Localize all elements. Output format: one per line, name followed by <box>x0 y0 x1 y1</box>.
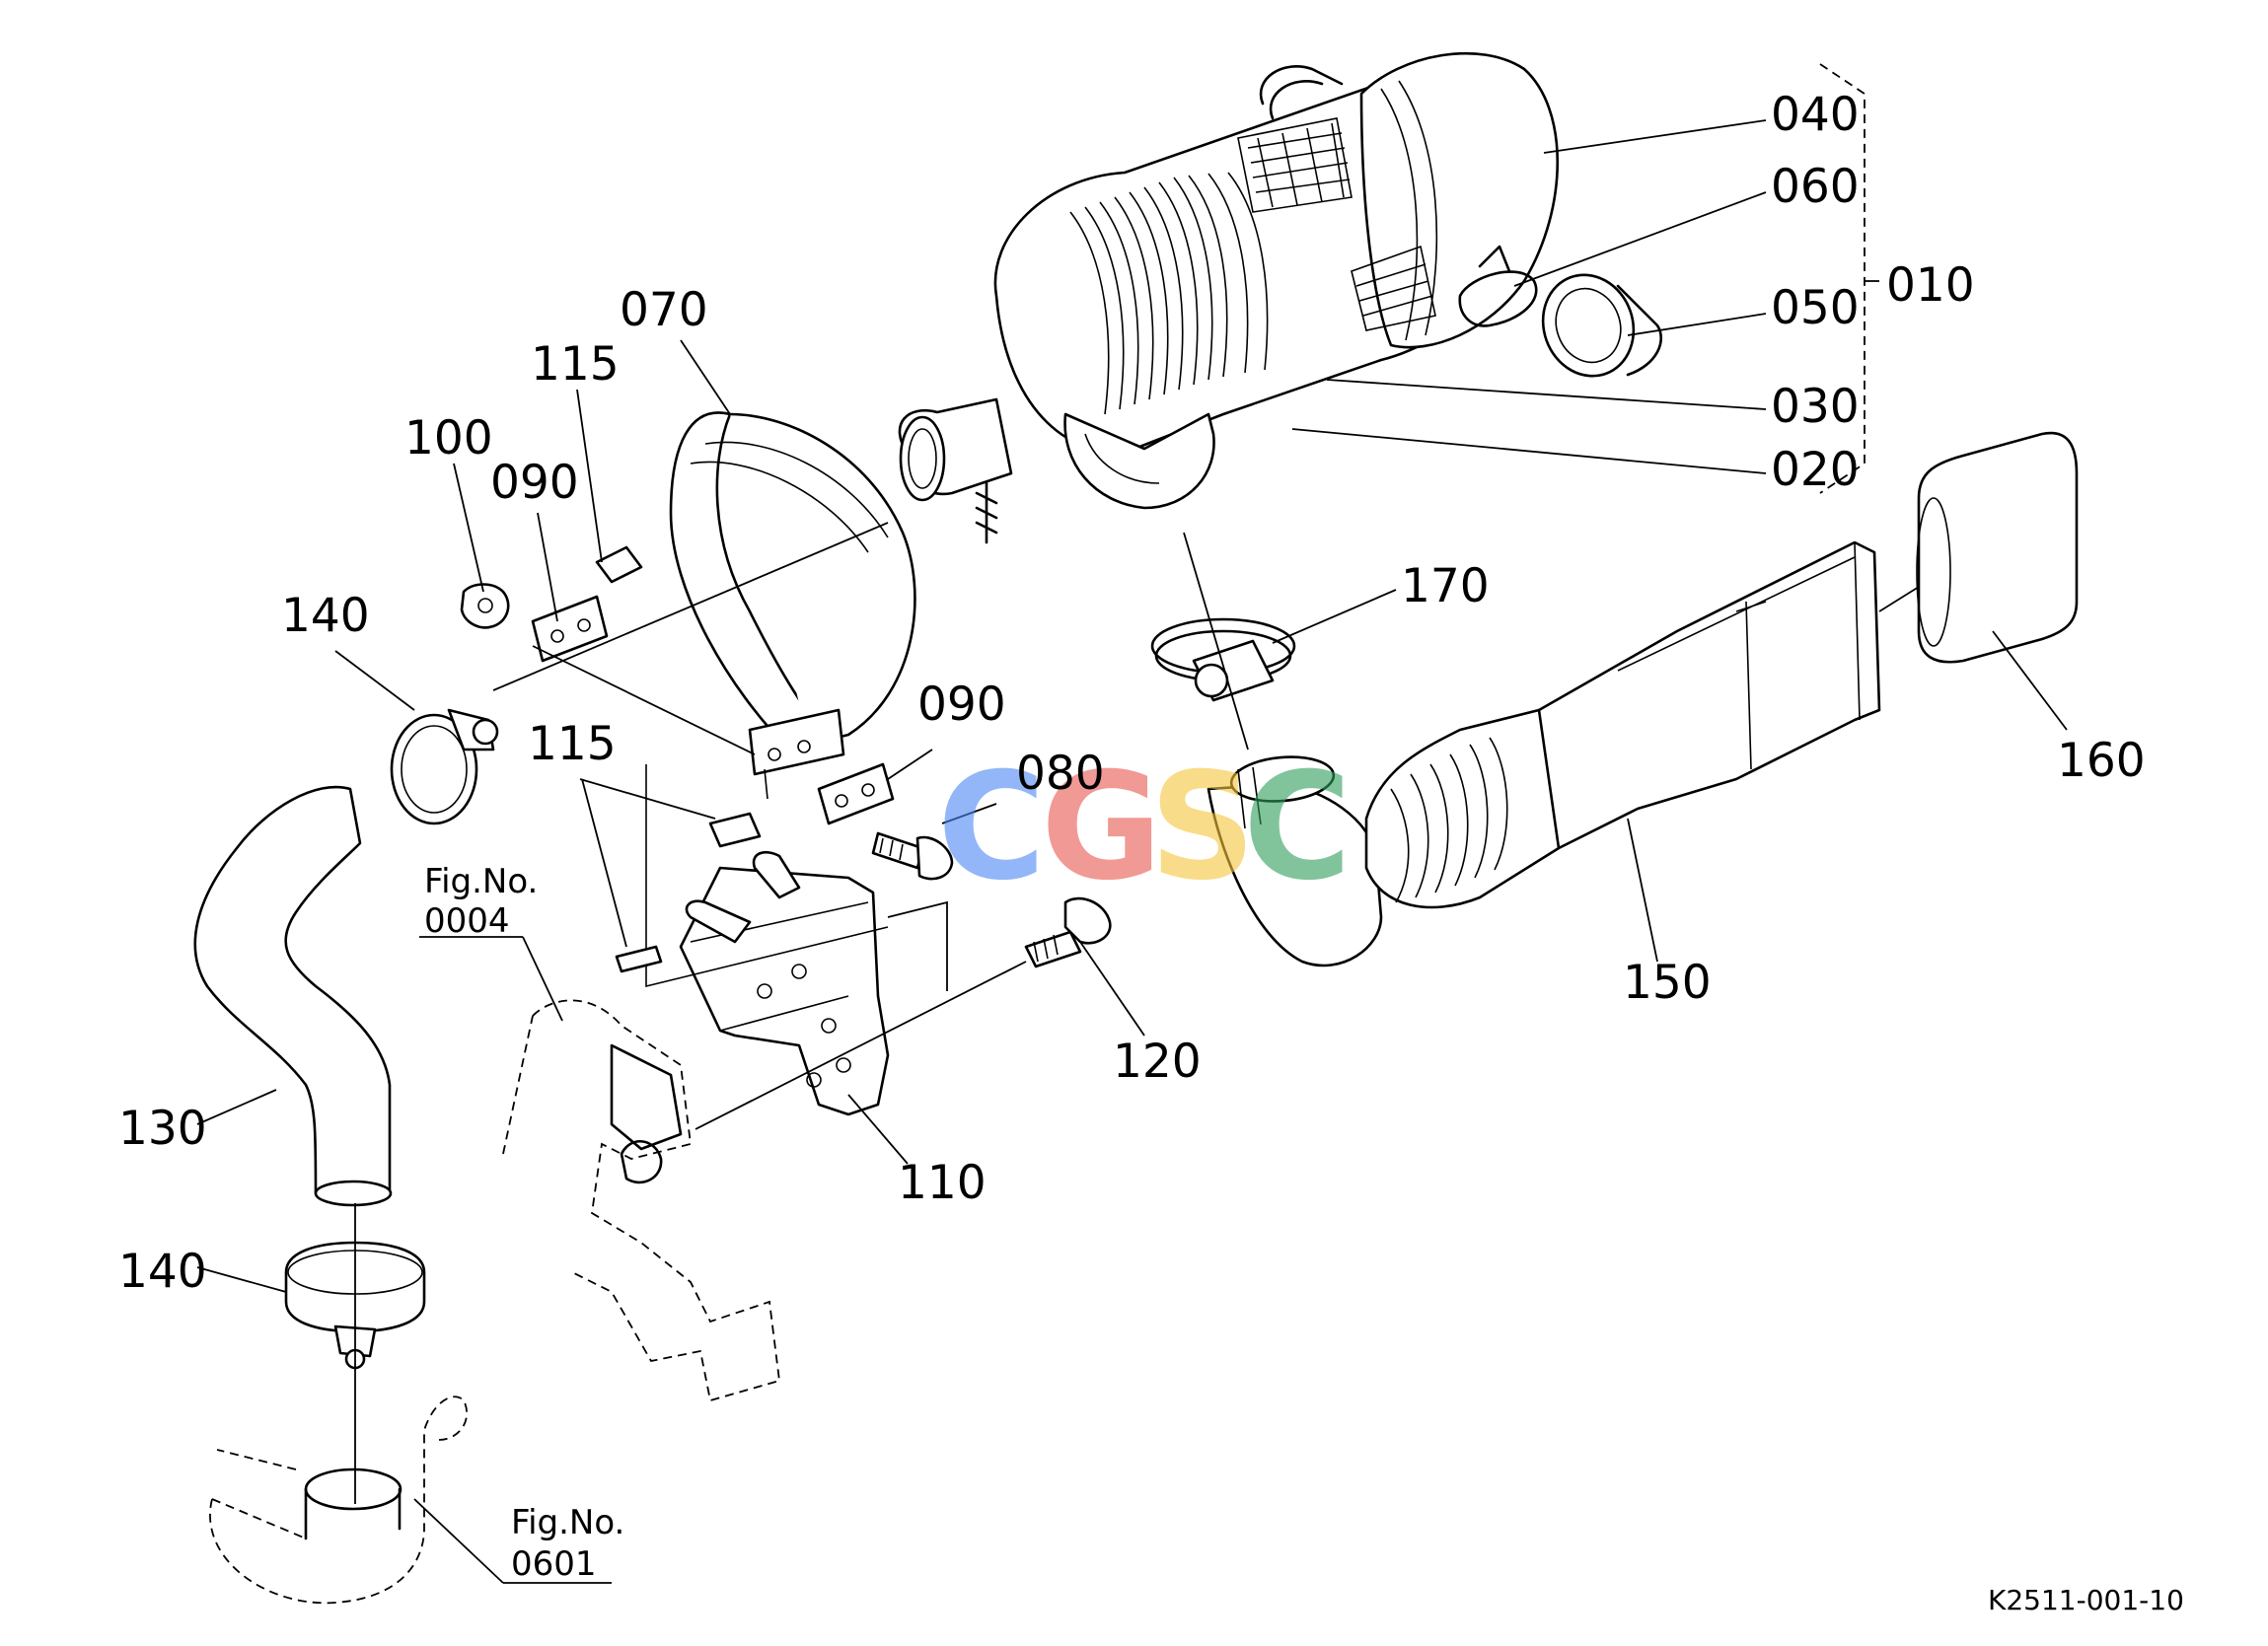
label-080: 080 <box>1016 747 1105 801</box>
label-140-upper: 140 <box>281 589 370 643</box>
fig-ref-number-0601: 0601 <box>511 1544 597 1584</box>
bolt-080 <box>871 831 954 881</box>
assembly-bracket-010 <box>1819 63 1879 494</box>
label-050: 050 <box>1771 281 1860 335</box>
hose-clamp-140-upper <box>390 708 499 825</box>
leader-lines <box>196 119 2068 1584</box>
figure-reference-0601: Fig.No. 0601 <box>511 1503 624 1584</box>
drawing-code: K2511-001-10 <box>1988 1584 2184 1616</box>
watermark-letter-s: S <box>1149 742 1256 913</box>
label-170: 170 <box>1401 559 1490 613</box>
label-010: 010 <box>1886 258 1975 313</box>
fig-ref-title-0601: Fig.No. <box>511 1503 624 1542</box>
nut-100 <box>460 583 510 629</box>
label-110: 110 <box>898 1156 987 1210</box>
watermark-letter-c1: C <box>937 742 1046 913</box>
part-labels: 040 060 010 050 030 020 070 115 100 090 … <box>118 88 2146 1299</box>
watermark-letter-g: G <box>1041 742 1162 913</box>
watermark-cgsc: C G S C <box>937 742 1352 913</box>
rubber-pads-115-lower <box>615 812 762 973</box>
phantom-bracket-fig0004 <box>502 999 780 1402</box>
hose-clamp-170 <box>1150 617 1296 702</box>
label-115-lower: 115 <box>528 717 617 771</box>
label-060: 060 <box>1771 160 1860 214</box>
mounting-band-070 <box>669 411 916 800</box>
fig-ref-title-0004: Fig.No. <box>424 862 538 901</box>
label-090-lower: 090 <box>917 678 1006 732</box>
bolt-120 <box>1024 896 1112 968</box>
plate-090-upper <box>531 595 609 663</box>
watermark-letter-c2: C <box>1243 742 1352 913</box>
phantom-pipe-fig0601 <box>209 1396 469 1605</box>
label-160: 160 <box>2057 734 2146 788</box>
label-140-lower: 140 <box>118 1245 207 1299</box>
intake-hose-150 <box>1207 540 1881 967</box>
label-070: 070 <box>620 283 708 337</box>
plate-090-lower <box>817 762 895 825</box>
intake-cover-160 <box>1916 431 2079 664</box>
label-020: 020 <box>1771 443 1860 497</box>
rubber-hose-130 <box>193 785 393 1207</box>
bracket-110 <box>645 764 890 1116</box>
rubber-pad-115-top <box>595 545 643 584</box>
label-100: 100 <box>404 411 493 465</box>
fig-ref-number-0004: 0004 <box>424 901 510 941</box>
vacuator-valve-050 <box>1541 273 1663 378</box>
label-090-upper: 090 <box>490 456 579 510</box>
air-cleaner-body <box>898 51 1560 544</box>
label-150: 150 <box>1623 956 1712 1010</box>
label-040: 040 <box>1771 88 1860 142</box>
label-030: 030 <box>1771 380 1860 434</box>
label-120: 120 <box>1113 1035 1202 1089</box>
label-115-top: 115 <box>531 337 620 392</box>
label-130: 130 <box>118 1102 207 1156</box>
figure-reference-0004: Fig.No. 0004 <box>424 862 538 941</box>
